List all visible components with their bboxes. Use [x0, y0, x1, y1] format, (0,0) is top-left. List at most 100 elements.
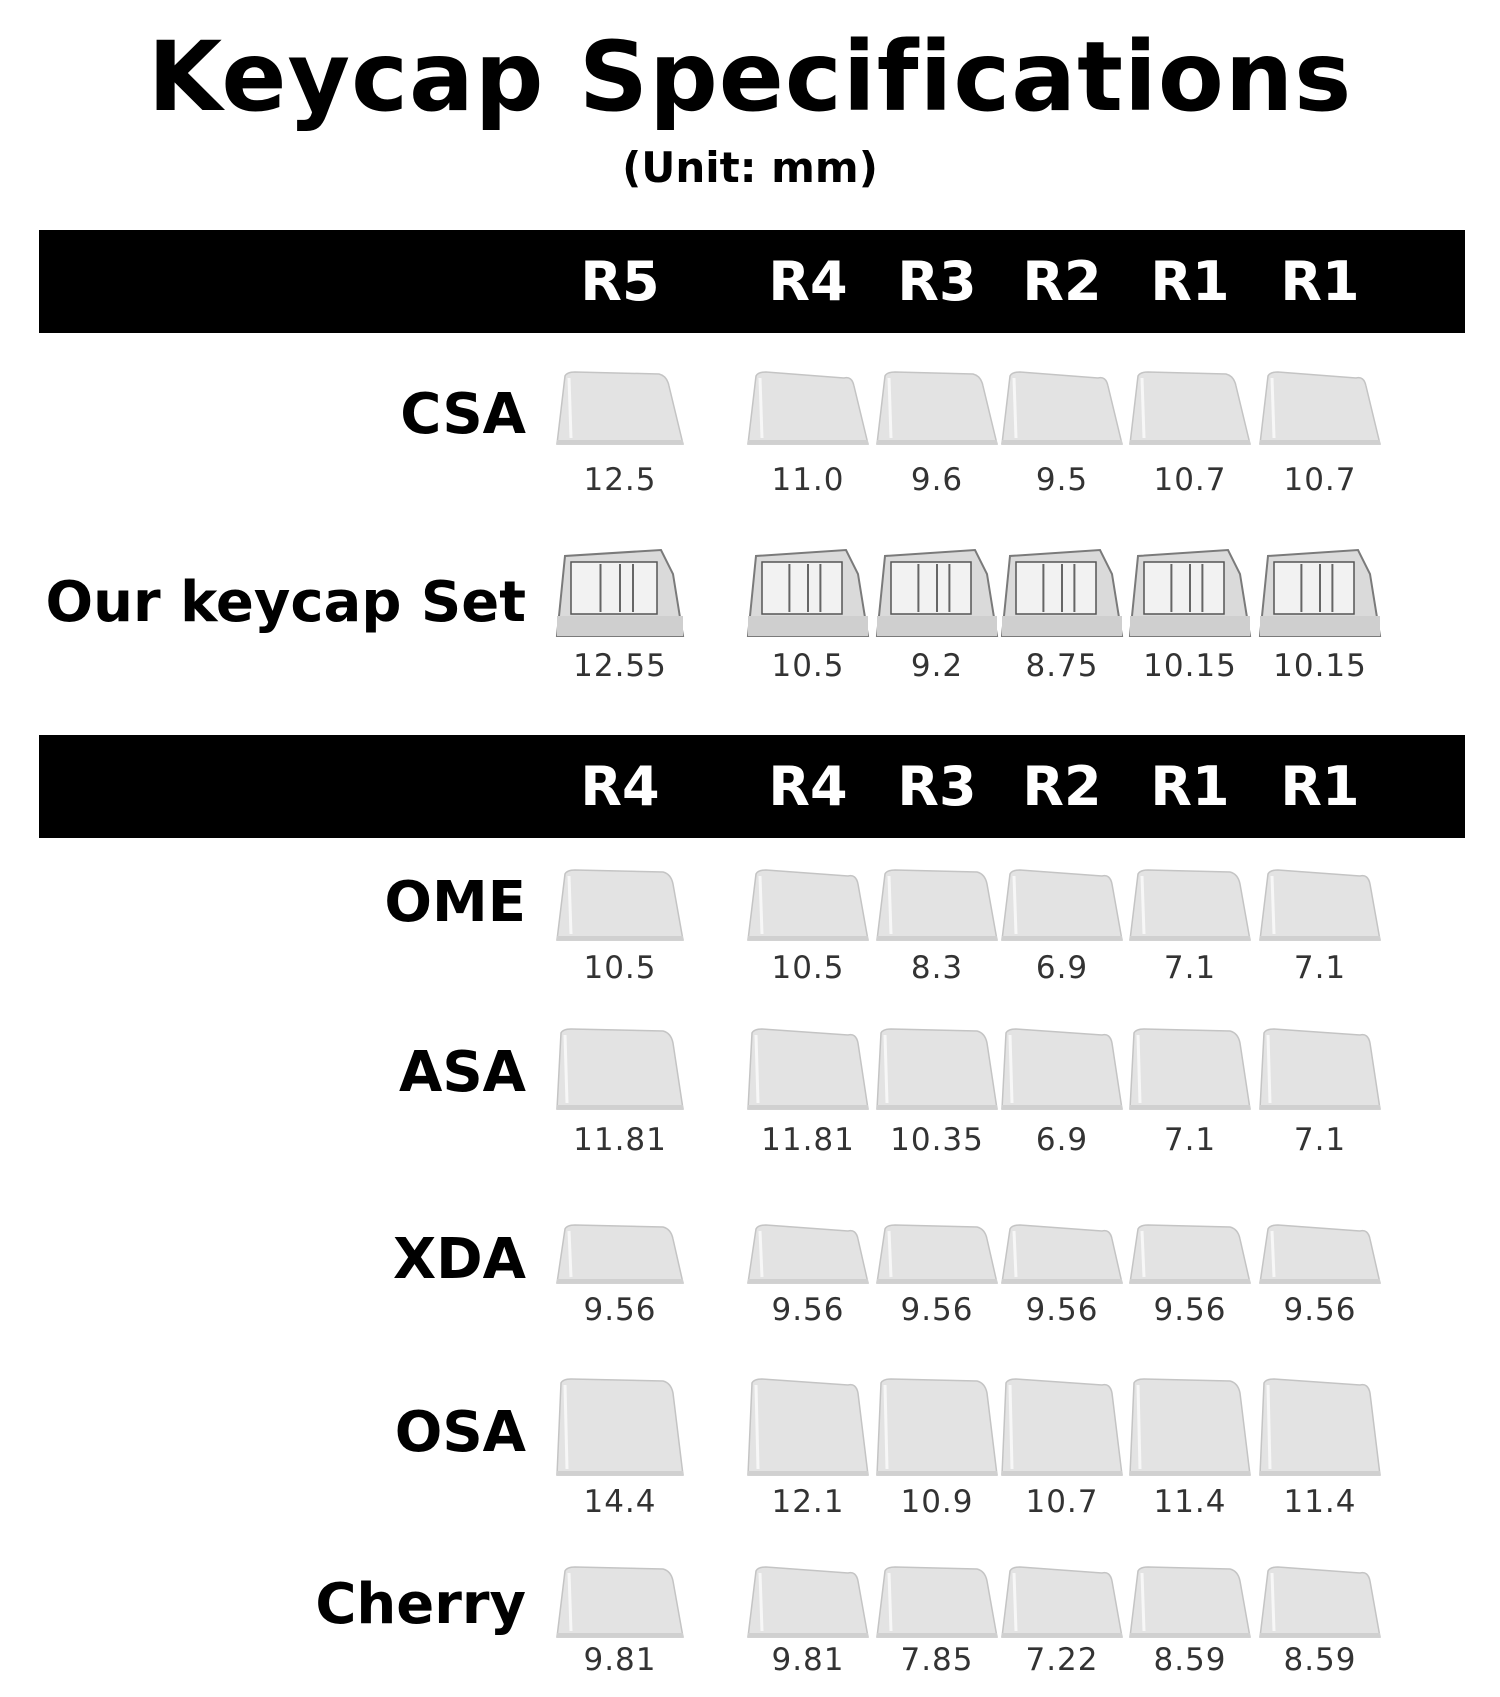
height-value: 11.4 — [1153, 1484, 1227, 1520]
keycap-image — [1128, 546, 1252, 642]
keycap-image — [746, 1215, 870, 1289]
keycap-image — [1000, 860, 1124, 946]
height-value: 7.85 — [900, 1642, 974, 1678]
height-value: 9.81 — [771, 1642, 845, 1678]
section2-header-3: R2 — [1022, 755, 1102, 818]
height-value: 10.9 — [900, 1484, 974, 1520]
keycap-image — [1000, 1025, 1124, 1115]
section1-header-2: R3 — [897, 250, 977, 313]
keycap-image — [875, 1025, 999, 1115]
keycap-image — [746, 546, 870, 642]
height-value: 11.81 — [573, 1122, 667, 1158]
height-value: 9.5 — [1035, 462, 1089, 498]
height-value: 12.1 — [771, 1484, 845, 1520]
height-value: 10.5 — [771, 648, 845, 684]
height-value: 10.5 — [771, 950, 845, 986]
section2-header-1: R4 — [768, 755, 848, 818]
height-value: 11.0 — [771, 462, 845, 498]
row-label-cherry: Cherry — [315, 1572, 526, 1637]
keycap-image — [746, 1025, 870, 1115]
keycap-image — [555, 1025, 685, 1115]
keycap-image — [1128, 860, 1252, 946]
row-label-ome: OME — [384, 870, 526, 935]
section1-header-4: R1 — [1150, 250, 1230, 313]
height-value: 10.15 — [1143, 648, 1237, 684]
row-label-osa: OSA — [394, 1400, 526, 1465]
keycap-image — [1258, 1025, 1382, 1115]
keycap-image — [1258, 860, 1382, 946]
keycap-image — [1000, 1215, 1124, 1289]
height-value: 7.22 — [1025, 1642, 1099, 1678]
keycap-image — [555, 860, 685, 946]
keycap-image — [746, 362, 870, 450]
height-value: 7.1 — [1293, 1122, 1347, 1158]
height-value: 7.1 — [1163, 1122, 1217, 1158]
section2-header-bar: R4 R4 R3 R2 R1 R1 — [39, 735, 1465, 838]
section2-header-0: R4 — [580, 755, 660, 818]
section2-header-5: R1 — [1280, 755, 1360, 818]
keycap-image — [1000, 1557, 1124, 1643]
keycap-image — [1000, 362, 1124, 450]
page-title: Keycap Specifications — [147, 21, 1353, 133]
keycap-image — [555, 1215, 685, 1289]
unit-subtitle: (Unit: mm) — [622, 143, 878, 192]
height-value: 6.9 — [1035, 950, 1089, 986]
height-value: 9.56 — [771, 1292, 845, 1328]
height-value: 9.56 — [1283, 1292, 1357, 1328]
keycap-image — [1128, 1025, 1252, 1115]
keycap-image — [875, 1375, 999, 1481]
height-value: 9.6 — [910, 462, 964, 498]
height-value: 10.15 — [1273, 648, 1367, 684]
height-value: 8.59 — [1283, 1642, 1357, 1678]
keycap-image — [1000, 1375, 1124, 1481]
keycap-image — [746, 860, 870, 946]
height-value: 6.9 — [1035, 1122, 1089, 1158]
keycap-image — [1258, 546, 1382, 642]
height-value: 10.7 — [1025, 1484, 1099, 1520]
height-value: 9.81 — [583, 1642, 657, 1678]
row-label-asa: ASA — [398, 1040, 526, 1105]
height-value: 8.75 — [1025, 648, 1099, 684]
keycap-image — [1128, 1375, 1252, 1481]
keycap-image — [875, 362, 999, 450]
height-value: 10.35 — [890, 1122, 984, 1158]
keycap-image — [1128, 1215, 1252, 1289]
height-value: 12.5 — [583, 462, 657, 498]
keycap-image — [1128, 362, 1252, 450]
height-value: 11.4 — [1283, 1484, 1357, 1520]
keycap-image — [875, 1557, 999, 1643]
section1-header-3: R2 — [1022, 250, 1102, 313]
keycap-image — [875, 546, 999, 642]
height-value: 9.56 — [1153, 1292, 1227, 1328]
keycap-image — [555, 546, 685, 642]
keycap-image — [1128, 1557, 1252, 1643]
height-value: 8.3 — [910, 950, 964, 986]
keycap-image — [1000, 546, 1124, 642]
keycap-image — [875, 860, 999, 946]
height-value: 11.81 — [761, 1122, 855, 1158]
keycap-image — [746, 1557, 870, 1643]
height-value: 10.7 — [1283, 462, 1357, 498]
height-value: 10.7 — [1153, 462, 1227, 498]
section1-header-0: R5 — [580, 250, 660, 313]
height-value: 7.1 — [1163, 950, 1217, 986]
height-value: 14.4 — [583, 1484, 657, 1520]
keycap-image — [555, 362, 685, 450]
height-value: 12.55 — [573, 648, 667, 684]
height-value: 10.5 — [583, 950, 657, 986]
height-value: 9.56 — [1025, 1292, 1099, 1328]
keycap-image — [1258, 1215, 1382, 1289]
keycap-image — [1258, 1557, 1382, 1643]
section2-header-2: R3 — [897, 755, 977, 818]
height-value: 7.1 — [1293, 950, 1347, 986]
keycap-image — [746, 1375, 870, 1481]
height-value: 8.59 — [1153, 1642, 1227, 1678]
keycap-image — [555, 1557, 685, 1643]
row-label-csa: CSA — [400, 382, 526, 447]
row-label-our-keycap-set: Our keycap Set — [45, 570, 526, 635]
section1-header-5: R1 — [1280, 250, 1360, 313]
section2-header-4: R1 — [1150, 755, 1230, 818]
keycap-image — [1258, 362, 1382, 450]
keycap-image — [555, 1375, 685, 1481]
